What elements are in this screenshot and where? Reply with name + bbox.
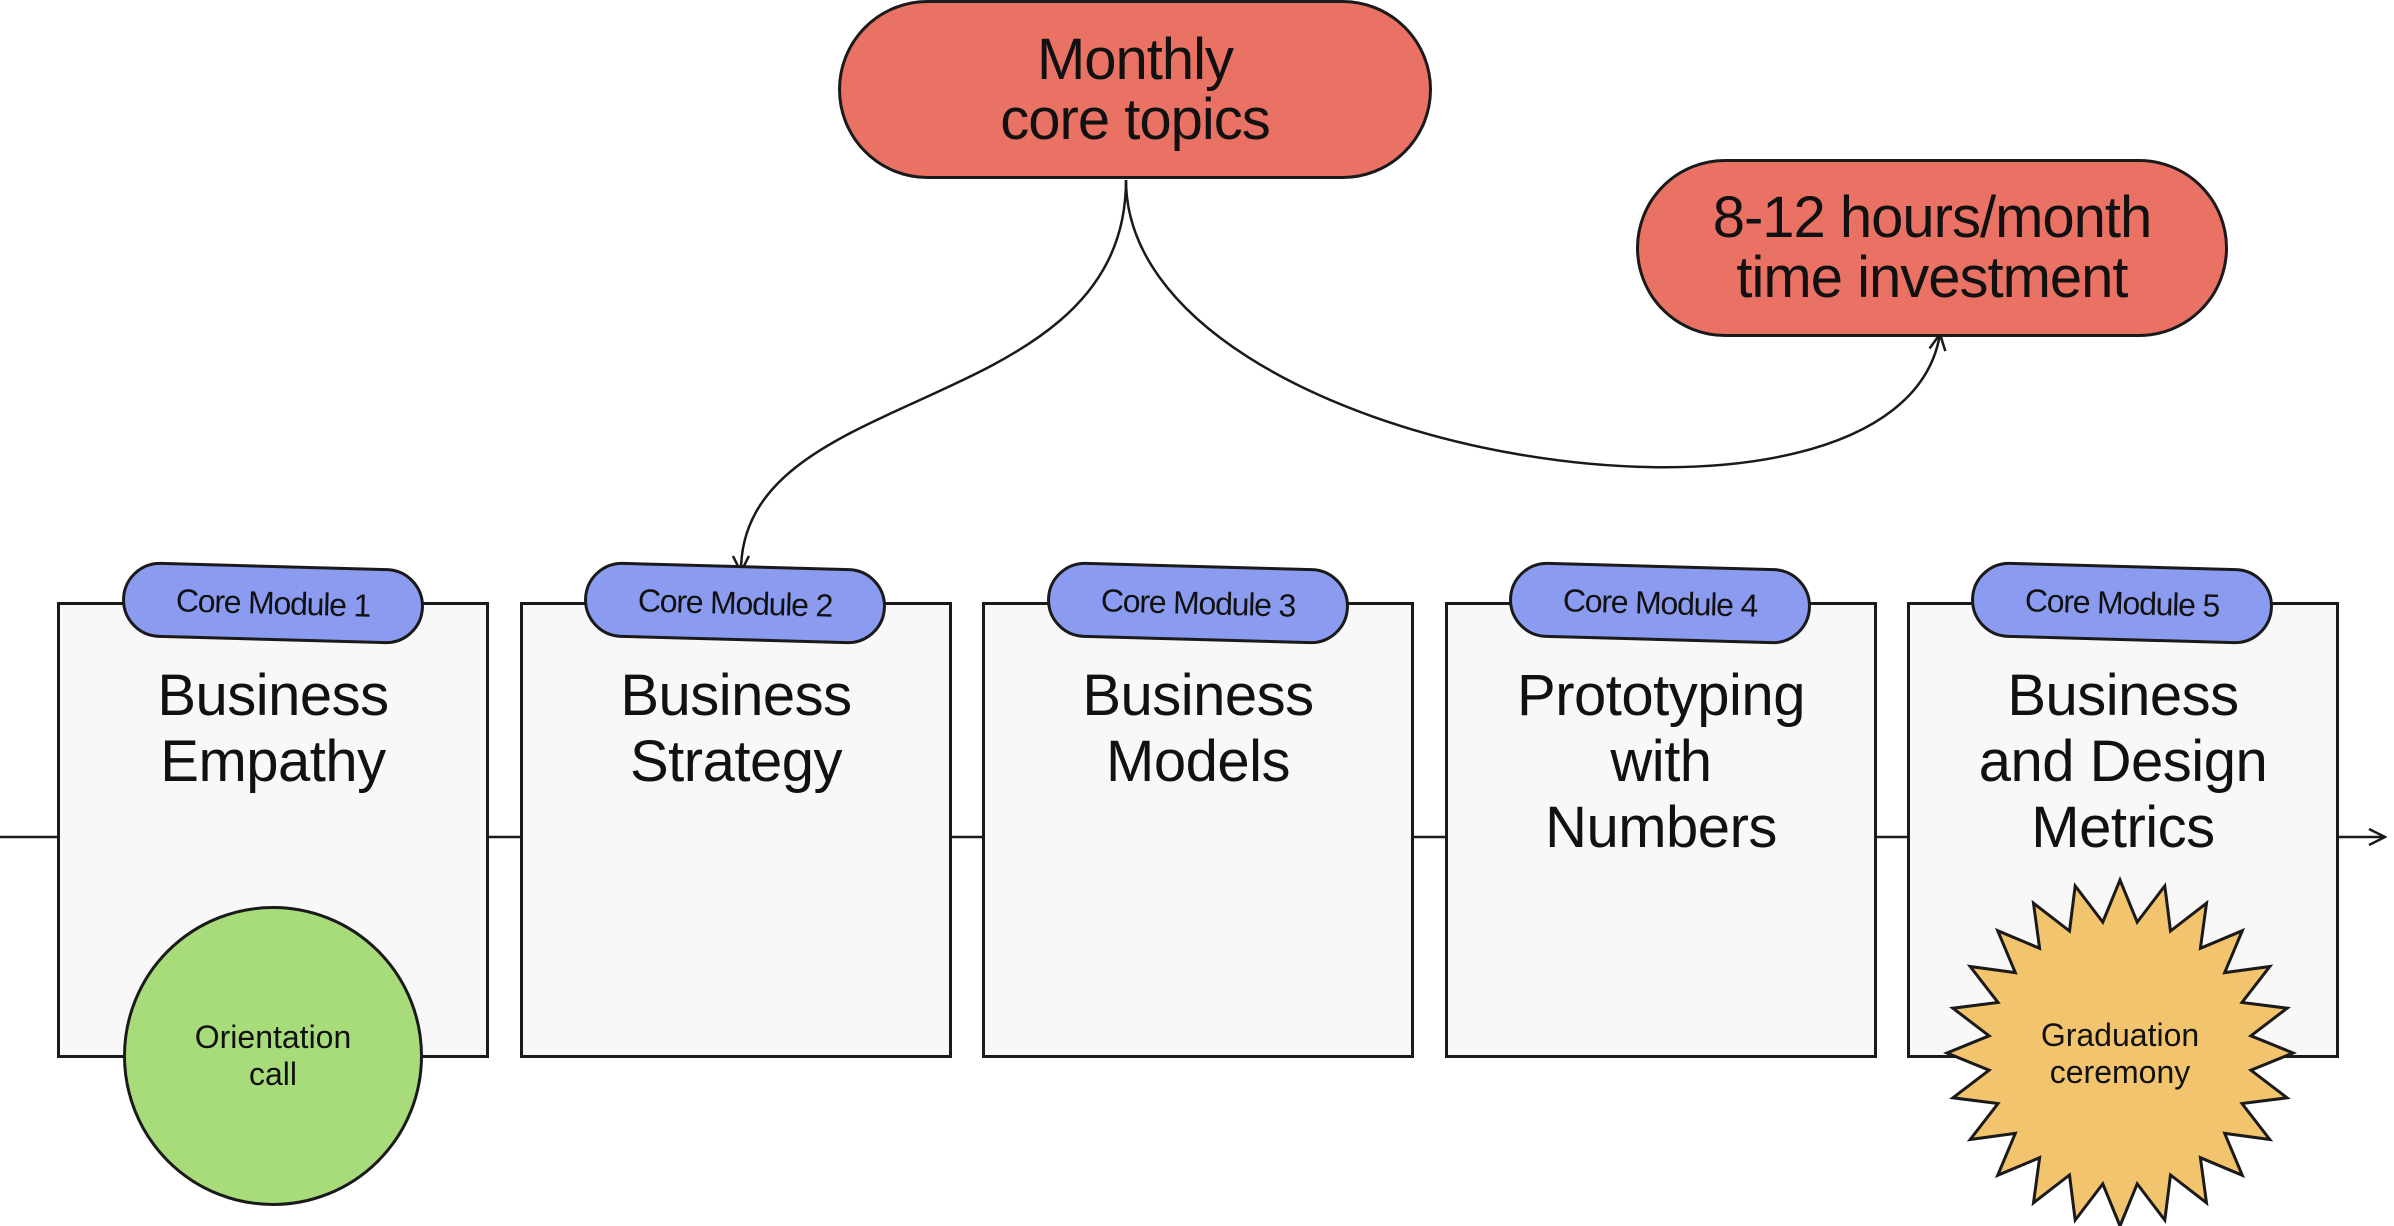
module-title-line: Business: [620, 663, 852, 728]
orientation-line-2: call: [248, 1056, 297, 1092]
graduation-line-2: ceremony: [2049, 1054, 2191, 1090]
module-card-3: Business Models: [982, 602, 1414, 1058]
module-title: Prototyping with Numbers: [1448, 663, 1874, 861]
module-title: Business and Design Metrics: [1910, 663, 2336, 861]
module-title: Business Empathy: [60, 663, 486, 795]
arrow-to-module-2: [741, 179, 1128, 572]
module-title-line: with: [1610, 729, 1712, 794]
monthly-core-topics-pill: Monthly core topics: [838, 0, 1432, 179]
module-title-line: Prototyping: [1517, 663, 1805, 728]
graduation-ceremony-label: Graduation ceremony: [1990, 1017, 2250, 1091]
module-title-line: Strategy: [630, 729, 843, 794]
module-title-line: Empathy: [160, 729, 386, 794]
time-investment-line-1: 8-12 hours/month: [1712, 185, 2153, 250]
module-title: Business Models: [985, 663, 1411, 795]
module-title-line: and Design: [1978, 729, 2268, 794]
monthly-core-topics-line-1: Monthly: [1036, 26, 1234, 92]
module-title-line: Metrics: [2031, 795, 2215, 860]
graduation-line-1: Graduation: [2040, 1017, 2200, 1053]
module-card-2: Business Strategy: [520, 602, 952, 1058]
module-title-line: Numbers: [1545, 795, 1777, 860]
graduation-starburst: [1943, 876, 2297, 1226]
module-card-4: Prototyping with Numbers: [1445, 602, 1877, 1058]
orientation-line-1: Orientation: [194, 1019, 352, 1055]
module-title-line: Models: [1106, 729, 1290, 794]
module-title-line: Business: [1082, 663, 1314, 728]
arrow-to-time-investment: [1124, 179, 1940, 469]
module-title: Business Strategy: [523, 663, 949, 795]
module-title-line: Business: [157, 663, 389, 728]
time-investment-line-2: time investment: [1736, 245, 2128, 310]
orientation-call-badge: Orientation call: [123, 906, 423, 1206]
module-title-line: Business: [2007, 663, 2239, 728]
monthly-core-topics-line-2: core topics: [1000, 86, 1270, 152]
time-investment-pill: 8-12 hours/month time investment: [1636, 159, 2228, 337]
